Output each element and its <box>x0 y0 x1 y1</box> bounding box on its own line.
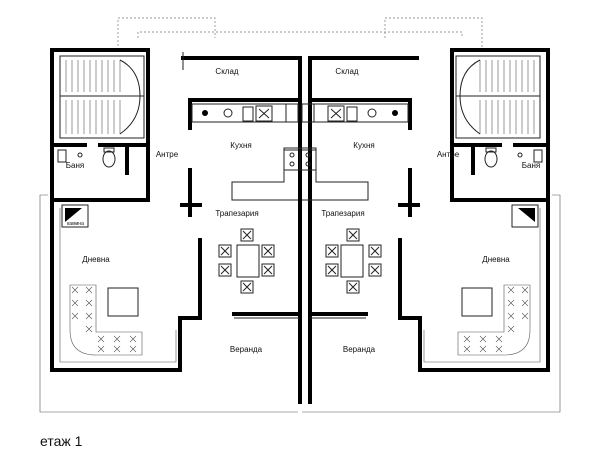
label-sklad-right: Склад <box>335 67 358 76</box>
right-dining-set <box>325 228 382 294</box>
right-staircase <box>455 55 541 139</box>
right-bath-fixtures <box>484 147 543 168</box>
left-fireplace <box>61 204 89 228</box>
left-antre-wall <box>50 143 150 175</box>
left-kitchen-counter <box>191 103 301 201</box>
label-veranda-right: Веранда <box>343 345 376 354</box>
right-dining-wall <box>398 193 420 320</box>
left-living-furniture <box>69 284 143 356</box>
label-dnevna-left: Дневна <box>82 255 110 264</box>
right-fireplace <box>511 204 539 228</box>
label-banya-left: Баня <box>66 161 84 170</box>
label-antre-left: Антре <box>156 150 179 159</box>
left-bath-fixtures <box>57 147 116 168</box>
left-dining-wall <box>180 193 202 320</box>
right-unit <box>299 48 550 404</box>
right-living-furniture <box>457 284 531 356</box>
right-antre-wall <box>450 143 550 175</box>
left-kitchen-wall <box>188 98 302 194</box>
left-staircase <box>59 55 145 139</box>
label-antre-right: Антре <box>437 150 460 159</box>
right-north-wall <box>308 56 419 404</box>
left-north-wall <box>181 56 302 404</box>
label-trapezaria-left: Трапезария <box>215 209 258 218</box>
right-exterior-wall <box>410 48 550 372</box>
left-unit <box>50 48 302 404</box>
left-exterior-wall <box>50 48 190 372</box>
floor-label: етаж 1 <box>40 433 83 449</box>
label-sklad-left: Склад <box>215 67 238 76</box>
label-veranda-left: Веранда <box>230 345 263 354</box>
label-trapezaria-right: Трапезария <box>321 209 364 218</box>
terrace-outline <box>39 194 561 413</box>
right-kitchen-wall <box>308 98 412 194</box>
label-dnevna-right: Дневна <box>482 255 510 264</box>
left-dining-set <box>218 228 275 294</box>
right-kitchen-counter <box>299 103 409 201</box>
label-banya-right: Баня <box>522 161 540 170</box>
label-kamina: камина <box>67 221 84 227</box>
label-kuhnya-right: Кухня <box>353 141 374 150</box>
roof-outline <box>117 17 483 50</box>
label-kuhnya-left: Кухня <box>230 141 251 150</box>
room-labels: Склад Склад Кухня Кухня Антре Антре Баня… <box>66 67 540 354</box>
